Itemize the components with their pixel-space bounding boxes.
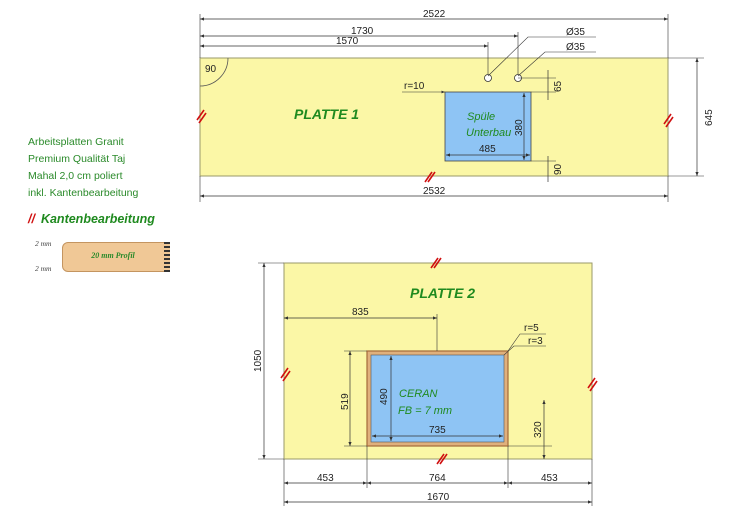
platte1-cutout-line2: Unterbau	[466, 127, 511, 139]
platte1-corner-label: 90	[205, 64, 217, 75]
platte2-edge-mark-left	[280, 367, 291, 382]
edge-mark-icon: //	[28, 212, 35, 226]
info-line-quality: Premium Qualität Taj	[28, 153, 126, 165]
platte2-title: PLATTE 2	[410, 285, 475, 301]
profile-edge-hatch	[164, 242, 170, 272]
platte2-group: PLATTE 2 CERAN FB = 7 mm 835 r=5 r=3	[253, 257, 598, 506]
info-line-finish: Mahal 2,0 cm poliert	[28, 170, 123, 182]
dim-p2-mid-label: 764	[429, 473, 446, 484]
dim-p2-offset-top-label: 835	[352, 307, 369, 318]
dim-p2-left-label: 453	[317, 473, 334, 484]
dim-p1-overall-bottom-label: 2532	[423, 186, 446, 197]
dim-p1-radius-label: r=10	[404, 81, 425, 92]
platte2-cutout-line1: CERAN	[399, 388, 438, 400]
platte1-sink-cutout	[444, 91, 532, 162]
kanten-title-text: Kantenbearbeitung	[40, 212, 155, 226]
dim-p1-hole-offset-label: 65	[553, 80, 564, 92]
dim-p1-height-label: 645	[704, 109, 715, 126]
dim-p2-inner-height-label: 490	[379, 388, 390, 405]
platte1-cutout-line1: Spüle	[467, 111, 495, 123]
leader-p1-hole2	[517, 51, 596, 77]
dim-p2-right-label: 453	[541, 473, 558, 484]
platte1-edge-mark-right	[663, 113, 674, 128]
platte2-cutout-line2: FB = 7 mm	[398, 405, 452, 417]
dim-p2-height-label: 1050	[253, 349, 264, 372]
profile-label: 20 mm Profil	[91, 251, 135, 260]
kanten-title: // Kantenbearbeitung	[28, 212, 155, 226]
platte1-edge-mark-bottom	[424, 171, 436, 183]
dim-p1-second-hole-label: 1730	[351, 26, 374, 37]
leader-p2-r-inner	[503, 345, 546, 356]
profile-bottom-mm: 2 mm	[35, 264, 52, 273]
platte1-corner-arc	[199, 57, 229, 87]
dim-p1-overall-top-label: 2522	[423, 9, 446, 20]
platte2-edge-mark-right	[587, 377, 598, 392]
dim-p1-hole1-label: Ø35	[566, 27, 585, 38]
leader-p1-hole1	[487, 36, 596, 77]
dim-p1-hole2-label: Ø35	[566, 42, 585, 53]
platte2-ceran-cutout	[370, 354, 505, 443]
info-text-block: Arbeitsplatten Granit Premium Qualität T…	[28, 134, 138, 202]
info-line-edge: inkl. Kantenbearbeitung	[28, 187, 139, 199]
dim-p1-cutout-width-label: 485	[479, 144, 496, 155]
platte1-tap-hole-1	[484, 74, 492, 82]
dim-p2-overall-label: 1670	[427, 492, 450, 503]
dim-p2-bottom-gap-label: 320	[533, 421, 544, 438]
platte1-slab	[199, 57, 669, 177]
dim-p1-bottom-gap-label: 90	[553, 163, 564, 175]
info-line-material: Arbeitsplatten Granit	[28, 136, 124, 148]
platte1-title: PLATTE 1	[294, 106, 359, 122]
dim-p2-r-outer-label: r=5	[524, 323, 539, 334]
platte2-edge-mark-top	[430, 257, 442, 269]
edge-profile-sample: 20 mm Profil	[62, 242, 170, 272]
dim-p2-r-inner-label: r=3	[528, 336, 543, 347]
dim-p1-cutout-height-label: 380	[514, 119, 525, 136]
platte2-edge-mark-bottom	[436, 453, 448, 465]
dim-p2-inner-width-label: 735	[429, 425, 446, 436]
leader-p2-r-outer	[507, 333, 546, 352]
platte1-edge-mark-left	[196, 109, 207, 124]
profile-top-mm: 2 mm	[35, 239, 52, 248]
dim-p1-first-hole-label: 1570	[336, 36, 359, 47]
dim-p2-outer-height-label: 519	[340, 393, 351, 410]
platte1-group: 90 PLATTE 1 Spüle Unterbau 2522 1730 157…	[196, 9, 715, 202]
